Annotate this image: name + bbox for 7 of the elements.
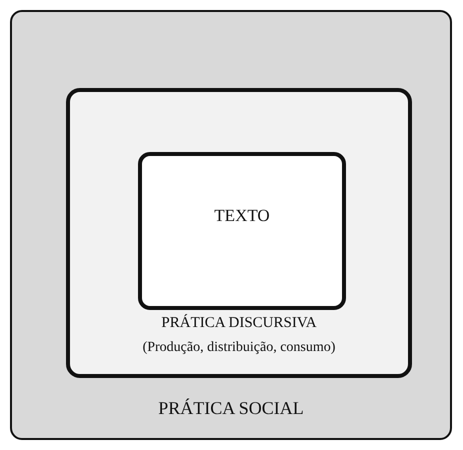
box-label: PRÁTICA DISCURSIVA: [160, 315, 318, 332]
box-label: PRÁTICA SOCIAL: [157, 398, 305, 419]
box-label: TEXTO: [213, 206, 271, 226]
text-box: [138, 152, 346, 310]
box-subtitle: (Produção, distribuição, consumo): [142, 340, 336, 356]
social-practice-box: [10, 10, 452, 440]
discursive-practice-box: [66, 88, 412, 378]
